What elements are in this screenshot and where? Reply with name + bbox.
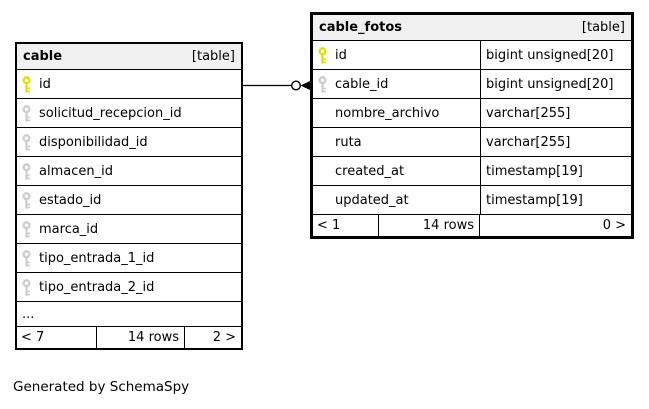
table-type-badge: [table] xyxy=(581,20,625,35)
schemaspy-credit: Generated by SchemaSpy xyxy=(13,379,190,395)
foreign-key-icon xyxy=(21,220,32,238)
zero-cardinality-circle-icon xyxy=(291,80,302,91)
hidden-columns-right: 2 > xyxy=(212,330,236,345)
table-row: updated_at timestamp[19] xyxy=(313,186,631,215)
table-row: tipo_entrada_1_id xyxy=(17,244,241,273)
column-name: disponibilidad_id xyxy=(39,134,148,150)
table-type-badge: [table] xyxy=(191,49,235,64)
table-row: ruta varchar[255] xyxy=(313,128,631,157)
table-row: created_at timestamp[19] xyxy=(313,157,631,186)
table-row: id xyxy=(17,70,241,99)
table-header-cable-fotos: cable_fotos [table] xyxy=(313,15,631,41)
column-name: tipo_entrada_2_id xyxy=(39,279,155,295)
column-name: estado_id xyxy=(39,192,102,208)
hidden-columns-right: 0 > xyxy=(602,218,626,233)
foreign-key-icon xyxy=(317,75,328,93)
foreign-key-icon xyxy=(21,191,32,209)
no-key-icon xyxy=(317,105,328,122)
table-header-cable: cable [table] xyxy=(17,44,241,70)
table-row: tipo_entrada_2_id xyxy=(17,273,241,302)
column-type: timestamp[19] xyxy=(480,157,631,185)
table-name: cable xyxy=(23,49,63,64)
table-row: solicitud_recepcion_id xyxy=(17,99,241,128)
primary-key-icon xyxy=(317,46,328,64)
foreign-key-icon xyxy=(21,249,32,267)
column-name: id xyxy=(335,47,347,63)
column-type: varchar[255] xyxy=(480,128,631,156)
column-name: id xyxy=(39,76,51,92)
column-name: almacen_id xyxy=(39,163,113,179)
column-type: bigint unsigned[20] xyxy=(480,70,631,98)
hidden-columns-left: < 7 xyxy=(17,327,97,348)
column-name: marca_id xyxy=(39,221,99,237)
no-key-icon xyxy=(317,134,328,151)
table-row: marca_id xyxy=(17,215,241,244)
column-name: updated_at xyxy=(335,192,409,208)
row-count: 14 rows xyxy=(379,215,480,236)
truncated-columns-indicator: ... xyxy=(17,302,241,327)
table-footer-cable: < 7 14 rows 2 > xyxy=(17,327,241,348)
table-row: id bigint unsigned[20] xyxy=(313,41,631,70)
table-row: nombre_archivo varchar[255] xyxy=(313,99,631,128)
column-name: ruta xyxy=(335,134,362,150)
primary-key-icon xyxy=(21,75,32,93)
column-type: varchar[255] xyxy=(480,99,631,127)
foreign-key-icon xyxy=(21,133,32,151)
foreign-key-icon xyxy=(21,104,32,122)
hidden-columns-left: < 1 xyxy=(313,215,379,236)
row-count: 14 rows xyxy=(97,327,185,348)
table-row: cable_id bigint unsigned[20] xyxy=(313,70,631,99)
table-row: disponibilidad_id xyxy=(17,128,241,157)
column-name: nombre_archivo xyxy=(335,105,440,121)
table-footer-cable-fotos: < 1 14 rows 0 > xyxy=(313,215,631,236)
column-name: tipo_entrada_1_id xyxy=(39,250,155,266)
arrowhead-icon xyxy=(300,81,310,90)
table-node-cable-fotos[interactable]: cable_fotos [table] id bigint unsigned[2… xyxy=(310,12,634,239)
column-name: solicitud_recepcion_id xyxy=(39,105,182,121)
table-row: estado_id xyxy=(17,186,241,215)
table-row: almacen_id xyxy=(17,157,241,186)
foreign-key-icon xyxy=(21,162,32,180)
column-type: timestamp[19] xyxy=(480,186,631,214)
column-name: created_at xyxy=(335,163,405,179)
no-key-icon xyxy=(317,192,328,209)
no-key-icon xyxy=(317,163,328,180)
table-name: cable_fotos xyxy=(319,20,403,35)
column-type: bigint unsigned[20] xyxy=(480,41,631,69)
column-name: cable_id xyxy=(335,76,389,92)
foreign-key-icon xyxy=(21,278,32,296)
table-node-cable[interactable]: cable [table] id solicitud_recepcion_id xyxy=(15,42,243,350)
